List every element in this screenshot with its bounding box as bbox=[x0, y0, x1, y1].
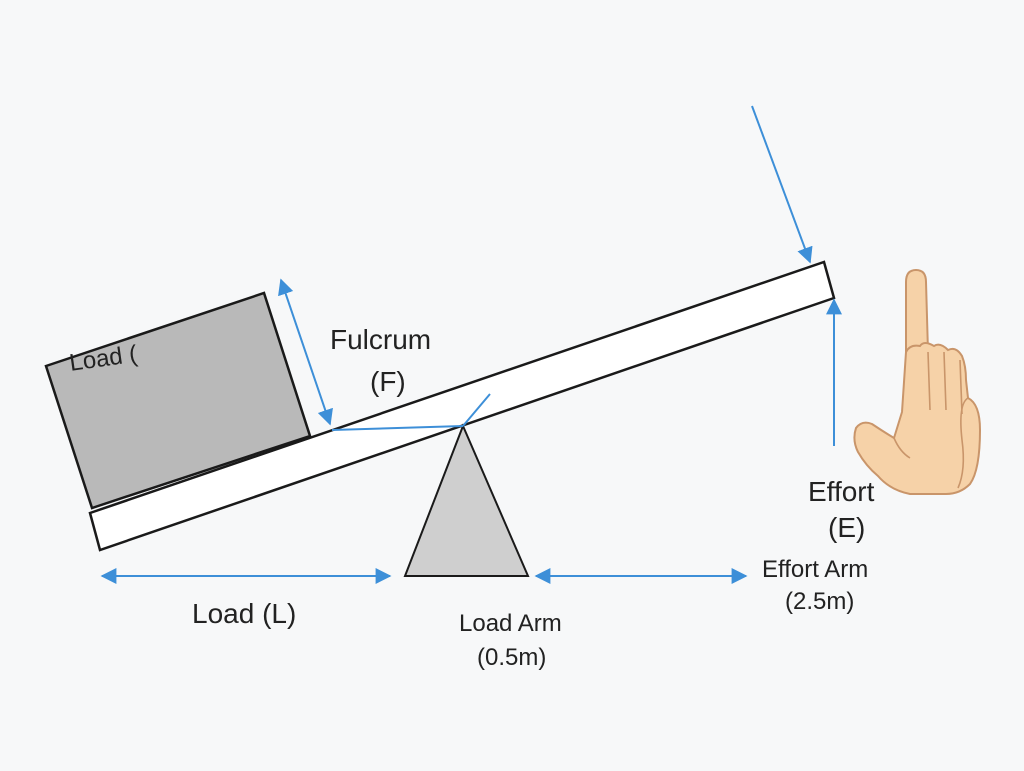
effort-arm-label: Effort Arm bbox=[762, 556, 869, 583]
effort-arm-length-label: (2.5m) bbox=[785, 588, 855, 615]
effort-symbol-label: (E) bbox=[828, 512, 866, 543]
box-height-arrow bbox=[278, 278, 333, 426]
pointing-hand-icon bbox=[853, 268, 982, 495]
fulcrum-symbol-label: (F) bbox=[370, 366, 406, 397]
effort-label: Effort bbox=[808, 476, 875, 507]
fulcrum-triangle bbox=[403, 423, 530, 577]
load-label: Load (L) bbox=[192, 598, 297, 629]
lever-beam bbox=[88, 260, 836, 552]
fulcrum-pointer-tick bbox=[462, 393, 491, 427]
fulcrum-label: Fulcrum bbox=[330, 324, 432, 355]
effort-force-arrow bbox=[751, 105, 813, 264]
load-arm-length-label: (0.5m) bbox=[477, 644, 547, 671]
load-arm-label: Load Arm bbox=[459, 610, 562, 637]
load-box bbox=[44, 291, 312, 510]
fulcrum-pointer-line bbox=[331, 425, 464, 431]
